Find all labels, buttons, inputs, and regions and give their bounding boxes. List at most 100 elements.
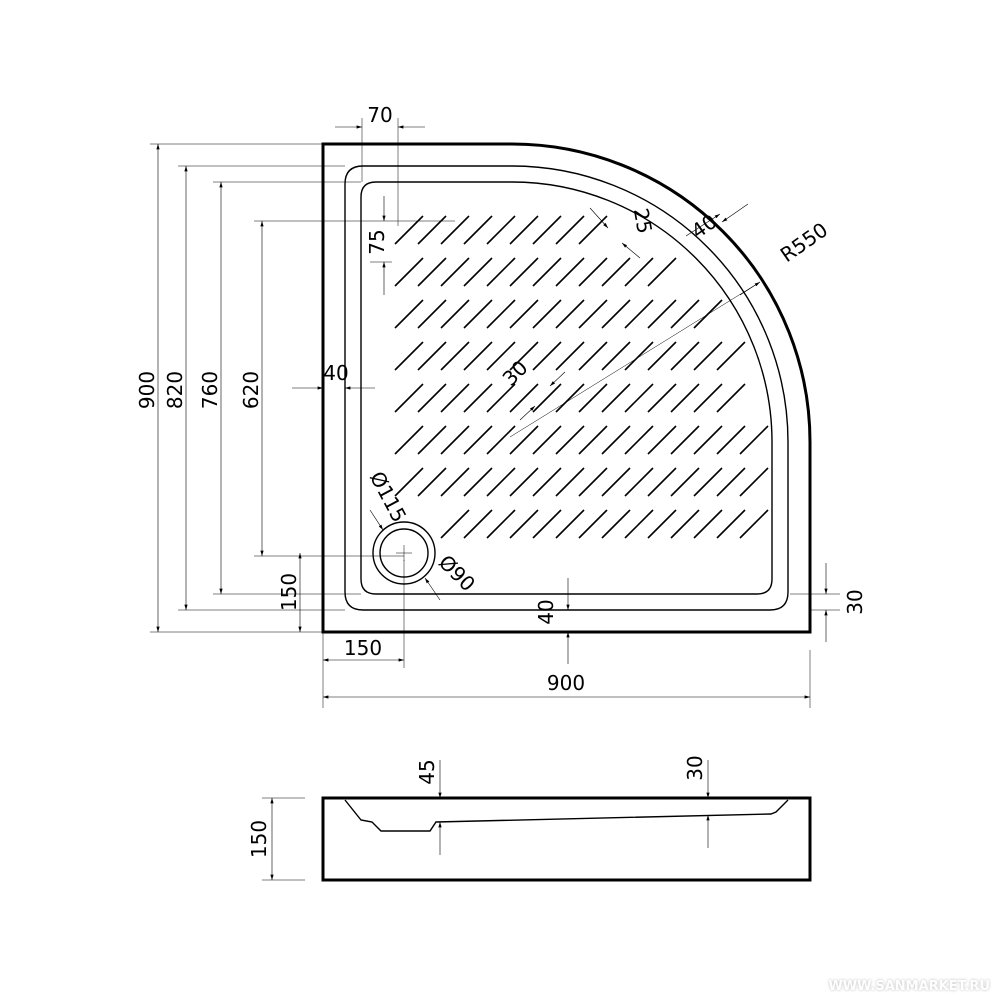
hatch-stroke bbox=[693, 425, 723, 455]
hatch-stroke bbox=[716, 341, 746, 371]
dim-70: 70 bbox=[367, 103, 392, 127]
basin-outline bbox=[360, 181, 773, 595]
dim-75: 75 bbox=[365, 229, 389, 254]
hatch-stroke bbox=[555, 509, 585, 539]
hatch-stroke bbox=[578, 257, 608, 287]
dimension-lines-left bbox=[150, 143, 455, 633]
hatch-stroke bbox=[601, 257, 631, 287]
hatch-stroke bbox=[509, 257, 539, 287]
hatch-stroke bbox=[647, 383, 677, 413]
hatch-stroke bbox=[624, 257, 654, 287]
hatch-stroke bbox=[417, 383, 447, 413]
hatch-stroke bbox=[532, 509, 562, 539]
hatch-stroke bbox=[693, 509, 723, 539]
side-view-outline bbox=[321, 796, 812, 882]
hatch-stroke bbox=[463, 467, 493, 497]
dim-side-150: 150 bbox=[247, 820, 271, 858]
hatch-stroke bbox=[555, 425, 585, 455]
hatch-stroke bbox=[555, 467, 585, 497]
hatch-stroke bbox=[440, 467, 470, 497]
hatch-stroke bbox=[394, 383, 424, 413]
dim-900-width: 900 bbox=[547, 671, 585, 695]
hatch-stroke bbox=[440, 341, 470, 371]
hatch-stroke bbox=[716, 509, 746, 539]
hatch-stroke bbox=[693, 467, 723, 497]
hatch-stroke bbox=[647, 425, 677, 455]
hatch-stroke bbox=[440, 383, 470, 413]
hatch-stroke bbox=[647, 341, 677, 371]
hatch-stroke bbox=[624, 425, 654, 455]
hatch-stroke bbox=[440, 215, 470, 245]
hatch-stroke bbox=[417, 425, 447, 455]
hatch-stroke bbox=[624, 383, 654, 413]
dim-side-45: 45 bbox=[415, 759, 439, 784]
hatch-stroke bbox=[486, 257, 516, 287]
hatch-stroke bbox=[578, 215, 608, 245]
hatch-stroke bbox=[670, 509, 700, 539]
dim-r550: R550 bbox=[776, 218, 832, 268]
hatch-stroke bbox=[693, 383, 723, 413]
hatch-stroke bbox=[463, 383, 493, 413]
dim-620-height: 620 bbox=[239, 371, 263, 409]
side-view-profile bbox=[344, 799, 789, 832]
hatch-stroke bbox=[463, 257, 493, 287]
hatch-stroke bbox=[417, 299, 447, 329]
dim-40-bottom: 40 bbox=[534, 599, 558, 624]
hatch-stroke bbox=[486, 509, 516, 539]
hatch-stroke bbox=[509, 299, 539, 329]
hatch-stroke bbox=[601, 341, 631, 371]
hatch-stroke bbox=[739, 509, 769, 539]
hatch-stroke bbox=[578, 467, 608, 497]
hatch-stroke bbox=[670, 467, 700, 497]
dim-side-30: 30 bbox=[683, 755, 707, 780]
hatch-stroke bbox=[440, 425, 470, 455]
hatch-stroke bbox=[486, 341, 516, 371]
anti-slip-hatching bbox=[394, 215, 769, 539]
hatch-stroke bbox=[509, 425, 539, 455]
hatch-stroke bbox=[440, 257, 470, 287]
hatch-stroke bbox=[670, 341, 700, 371]
hatch-stroke bbox=[394, 257, 424, 287]
hatch-stroke bbox=[693, 341, 723, 371]
hatch-stroke bbox=[670, 425, 700, 455]
hatch-stroke bbox=[578, 383, 608, 413]
hatch-stroke bbox=[578, 341, 608, 371]
hatch-stroke bbox=[486, 383, 516, 413]
hatch-stroke bbox=[509, 341, 539, 371]
hatch-stroke bbox=[394, 467, 424, 497]
hatch-stroke bbox=[486, 215, 516, 245]
hatch-stroke bbox=[578, 425, 608, 455]
hatch-stroke bbox=[509, 215, 539, 245]
dim-150-drain-x: 150 bbox=[344, 636, 382, 660]
hatch-stroke bbox=[394, 299, 424, 329]
dim-40-rim: 40 bbox=[687, 209, 722, 243]
hatch-stroke bbox=[509, 509, 539, 539]
hatch-stroke bbox=[624, 509, 654, 539]
hatch-stroke bbox=[486, 299, 516, 329]
hatch-stroke bbox=[417, 215, 447, 245]
hatch-stroke bbox=[716, 467, 746, 497]
dim-drain-115: Ø115 bbox=[365, 467, 412, 526]
hatch-stroke bbox=[532, 467, 562, 497]
hatch-stroke bbox=[624, 467, 654, 497]
hatch-stroke bbox=[647, 509, 677, 539]
hatch-stroke bbox=[647, 299, 677, 329]
hatch-stroke bbox=[578, 509, 608, 539]
hatch-stroke bbox=[739, 425, 769, 455]
hatch-stroke bbox=[555, 299, 585, 329]
hatch-stroke bbox=[532, 299, 562, 329]
hatch-stroke bbox=[394, 425, 424, 455]
hatch-stroke bbox=[509, 467, 539, 497]
tray-rim-outline bbox=[344, 165, 789, 611]
hatch-stroke bbox=[555, 383, 585, 413]
hatch-stroke bbox=[532, 425, 562, 455]
hatch-stroke bbox=[532, 383, 562, 413]
hatch-stroke bbox=[647, 467, 677, 497]
tray-outer-outline bbox=[321, 142, 812, 634]
hatch-stroke bbox=[601, 509, 631, 539]
dim-820-height: 820 bbox=[163, 371, 187, 409]
dim-30-hatch: 30 bbox=[498, 356, 533, 391]
dim-40-left: 40 bbox=[323, 361, 348, 385]
